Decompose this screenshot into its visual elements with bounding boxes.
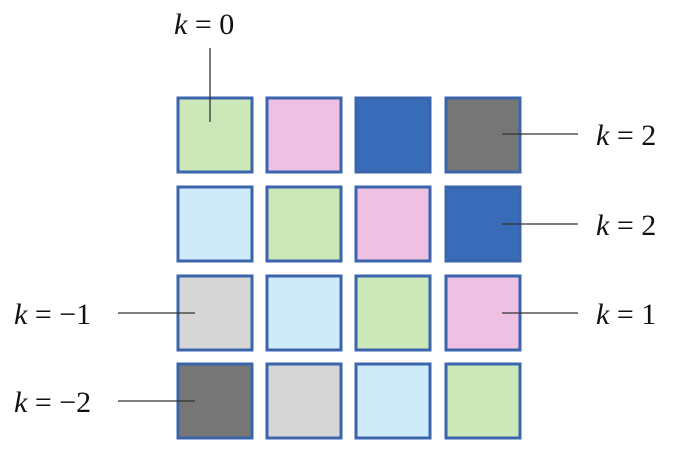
- grid-cell-r1-c2: [265, 96, 343, 174]
- grid-cell-r4-c4: [444, 362, 522, 440]
- grid-cell-r2-c3: [354, 185, 432, 263]
- grid-cell-r1-c1: [176, 96, 254, 174]
- grid-cell-r1-c4: [444, 96, 522, 174]
- label-right-row2: k = 2: [596, 209, 656, 242]
- grid-cell-r2-c1: [176, 185, 254, 263]
- grid-cell-r3-c3: [354, 274, 432, 352]
- label-right-row1: k = 2: [596, 119, 656, 152]
- grid-cell-r2-c2: [265, 185, 343, 263]
- grid-cell-r4-c2: [265, 362, 343, 440]
- label-top-k0: k = 0: [174, 8, 234, 41]
- label-left-row4: k = −2: [14, 386, 91, 419]
- grid-cell-r1-c3: [354, 96, 432, 174]
- label-right-row3: k = 1: [596, 298, 656, 331]
- grid-cells: [176, 96, 522, 440]
- grid-cell-r4-c3: [354, 362, 432, 440]
- label-left-row3: k = −1: [14, 298, 91, 331]
- grid-cell-r3-c2: [265, 274, 343, 352]
